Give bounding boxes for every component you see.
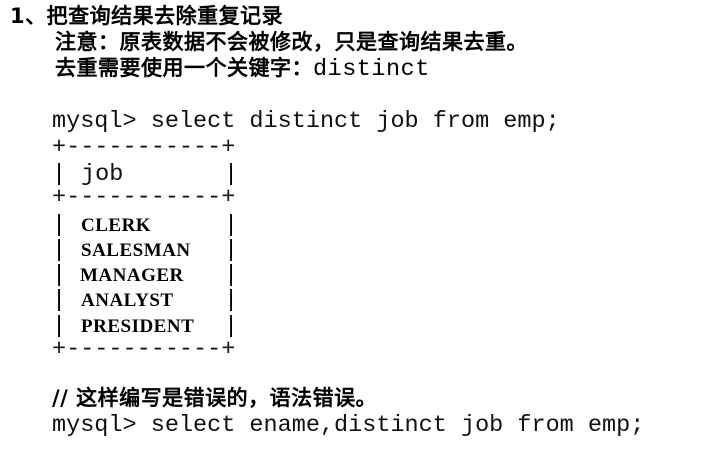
section-heading: 1、把查询结果去除重复记录: [10, 4, 284, 28]
table-row: | ANALYST |: [52, 287, 242, 314]
table-row: | PRESIDENT |: [52, 313, 242, 340]
table-row: | MANAGER |: [52, 262, 242, 289]
table-left-bar: |: [52, 161, 67, 188]
table-right-bar: |: [224, 237, 239, 264]
table-top-border: +-----------+: [52, 134, 236, 161]
table-cell-job: PRESIDENT: [81, 316, 195, 337]
table-header-border: +-----------+: [52, 184, 236, 211]
table-left-bar: |: [52, 287, 67, 314]
table-right-bar: |: [224, 313, 239, 340]
table-left-bar: |: [52, 237, 67, 264]
table-row: | CLERK |: [52, 212, 242, 239]
table-cell-job: ANALYST: [81, 290, 174, 311]
column-header-job: job: [81, 161, 124, 188]
table-header-row: | job |: [52, 161, 242, 188]
table-right-bar: |: [224, 212, 239, 239]
table-right-bar: |: [224, 287, 239, 314]
table-left-bar: |: [52, 212, 67, 239]
table-left-bar: |: [52, 262, 67, 289]
note-distinct-prefix: 去重需要使用一个关键字：: [55, 56, 313, 80]
table-row: | SALESMAN |: [52, 237, 242, 264]
table-right-bar: |: [224, 262, 239, 289]
table-cell-job: MANAGER: [80, 265, 184, 286]
table-cell-job: SALESMAN: [81, 240, 191, 261]
query1-command: mysql> select distinct job from emp;: [52, 108, 560, 135]
table-right-bar: |: [224, 161, 239, 188]
table-left-bar: |: [52, 313, 67, 340]
table-cell-job: CLERK: [81, 215, 152, 236]
note-original-data-unchanged: 注意：原表数据不会被修改，只是查询结果去重。: [55, 30, 528, 54]
wrong-syntax-comment: // 这样编写是错误的，语法错误。: [52, 386, 378, 410]
table-bottom-border: +-----------+: [52, 336, 236, 363]
note-distinct-keyword: 去重需要使用一个关键字：distinct: [55, 58, 430, 82]
distinct-keyword: distinct: [313, 56, 430, 83]
query2-command: mysql> select ename,distinct job from em…: [52, 412, 645, 439]
